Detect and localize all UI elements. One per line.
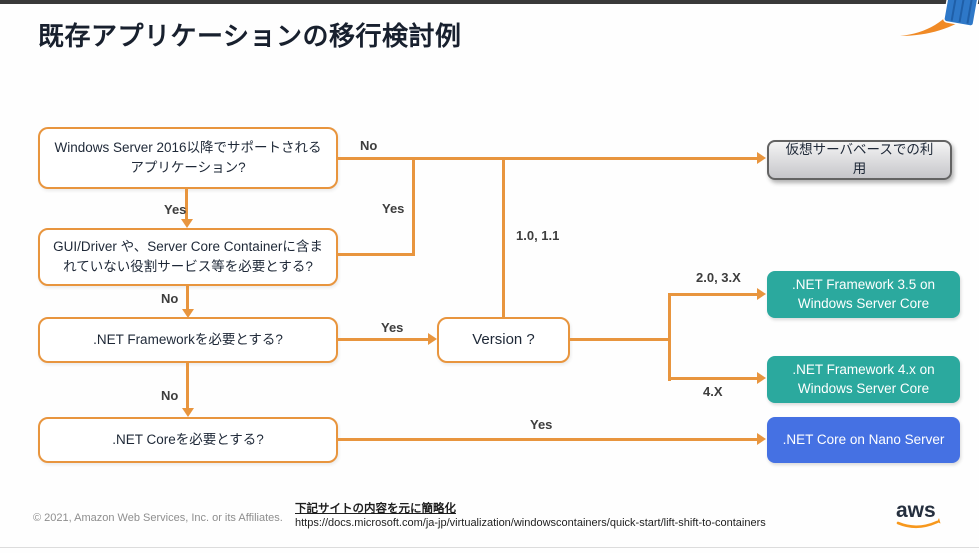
- connector-q4-yes-to-netcore: [338, 438, 758, 441]
- source-note: 下記サイトの内容を元に簡略化: [295, 503, 456, 515]
- edge-label-version-4x: 4.X: [703, 384, 723, 399]
- edge-label-version-20-3x: 2.0, 3.X: [696, 270, 741, 285]
- connector-q1-no-to-virtual: [338, 157, 762, 160]
- result-net-framework-4x: .NET Framework 4.x on Windows Server Cor…: [767, 356, 960, 403]
- decision-version: Version ?: [437, 317, 570, 363]
- decision-windows-server-2016: Windows Server 2016以降でサポートされるアプリケーション?: [38, 127, 338, 189]
- decision-gui-driver-services: GUI/Driver や、Server Core Containerに含まれてい…: [38, 228, 338, 286]
- edge-label-q2-yes: Yes: [382, 201, 405, 216]
- connector-version-10-11-to-virtual: [502, 158, 505, 319]
- arrowhead-into-version: [428, 333, 437, 345]
- arrowhead-into-fw4x: [757, 372, 766, 384]
- connector-to-fw35: [668, 293, 758, 296]
- aws-logo: aws: [893, 497, 945, 533]
- connector-q3-no-to-q4: [186, 363, 189, 409]
- arrowhead-into-virtual: [757, 152, 766, 164]
- connector-q2-yes-vertical: [412, 158, 415, 256]
- connector-q2-yes-horizontal: [338, 253, 415, 256]
- edge-label-q1-no: No: [360, 138, 378, 153]
- result-virtual-server: 仮想サーバベースでの利用: [767, 140, 952, 180]
- container-swoosh-icon: [898, 0, 979, 42]
- top-edge-bar: [0, 0, 979, 4]
- edge-label-q4-yes: Yes: [530, 417, 553, 432]
- edge-label-version-10-11: 1.0, 1.1: [516, 228, 560, 243]
- arrowhead-into-q3: [182, 309, 194, 318]
- edge-label-q3-no: No: [161, 388, 179, 403]
- arrowhead-into-q4: [182, 408, 194, 417]
- svg-text:aws: aws: [896, 499, 936, 522]
- bottom-divider: [0, 547, 979, 548]
- connector-version-split: [668, 294, 671, 381]
- source-url: https://docs.microsoft.com/ja-jp/virtual…: [295, 517, 766, 529]
- arrowhead-into-q2: [181, 219, 193, 228]
- edge-label-q1-yes: Yes: [164, 202, 187, 217]
- edge-label-q2-no: No: [161, 291, 179, 306]
- slide-title: 既存アプリケーションの移行検討例: [38, 21, 462, 51]
- arrowhead-into-fw35: [757, 288, 766, 300]
- connector-q2-no-to-q3: [186, 286, 189, 310]
- result-net-framework-35: .NET Framework 3.5 on Windows Server Cor…: [767, 271, 960, 318]
- result-net-core-nano: .NET Core on Nano Server: [767, 417, 960, 463]
- decision-net-framework: .NET Frameworkを必要とする?: [38, 317, 338, 363]
- arrowhead-into-netcore: [757, 433, 766, 445]
- connector-q1-yes-to-q2: [185, 189, 188, 220]
- connector-q3-yes-to-version: [338, 338, 428, 341]
- edge-label-q3-yes: Yes: [381, 320, 404, 335]
- connector-version-out: [570, 338, 671, 341]
- connector-to-fw4x: [668, 377, 758, 380]
- decision-net-core: .NET Coreを必要とする?: [38, 417, 338, 463]
- copyright-text: © 2021, Amazon Web Services, Inc. or its…: [33, 512, 283, 524]
